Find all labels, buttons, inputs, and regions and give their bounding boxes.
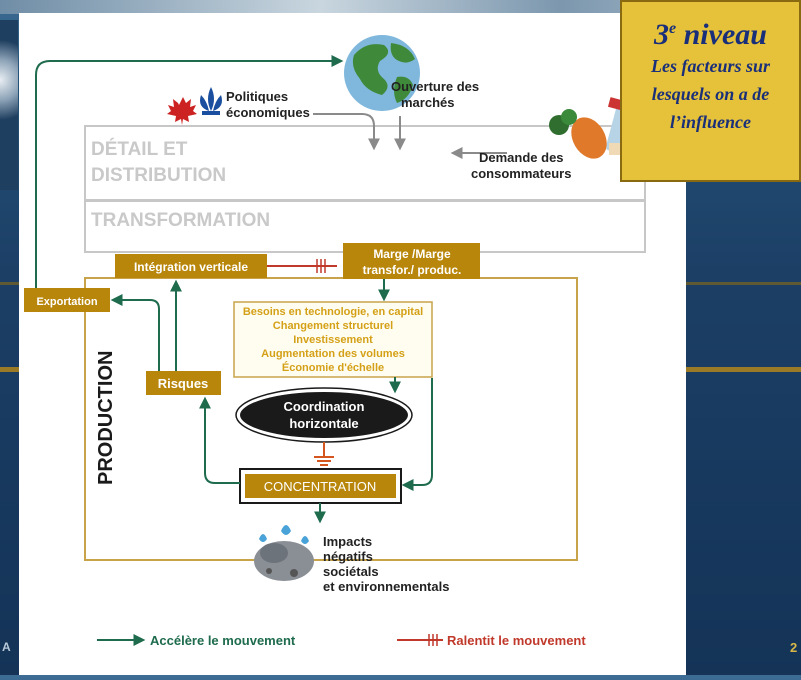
slow-arrow-head [316, 259, 326, 273]
integration-box [115, 254, 267, 278]
maple-leaf-icon [167, 97, 197, 125]
politiques-arrow [313, 113, 380, 151]
besoins-item: Investissement [293, 334, 373, 346]
integration-label: Intégration verticale [134, 260, 248, 274]
globe-icon [344, 35, 420, 111]
besoins-item: Économie d'échelle [282, 361, 384, 374]
detail-label-2: DISTRIBUTION [91, 165, 226, 186]
diagram-panel: DÉTAIL ET DISTRIBUTION TRANSFORMATION Ou… [19, 13, 686, 675]
coordination-label-1: Coordination [284, 399, 365, 414]
diagram-canvas: DÉTAIL ET DISTRIBUTION TRANSFORMATION Ou… [24, 35, 646, 648]
demande-label-2: consommateurs [471, 166, 571, 181]
marge-label-2: transfor./ produc. [363, 263, 462, 277]
besoins-item: Changement structurel [273, 320, 393, 332]
concentration-to-risques-arrow [199, 396, 240, 484]
exportation-box [24, 288, 110, 312]
ouverture-label-1: Ouverture des [391, 79, 479, 94]
production-zone [84, 277, 578, 561]
legend-slow-head [428, 634, 438, 646]
export-to-markets-arrow [35, 55, 344, 300]
risques-to-exportation-arrow [110, 294, 160, 371]
besoins-item: Augmentation des volumes [261, 348, 405, 360]
production-label: PRODUCTION [95, 351, 117, 485]
level-subtitle-3: l’influence [670, 112, 751, 132]
page-number: 2 [790, 640, 798, 655]
ouverture-label-2: marchés [401, 95, 454, 110]
besoins-list: Besoins en technologie, en capitalChange… [243, 306, 423, 374]
impacts-label-4: et environnementals [323, 579, 449, 594]
coordination-label-2: horizontale [289, 416, 358, 431]
background-ornament [0, 20, 18, 190]
level-subtitle-2: lesquels on a de [651, 84, 770, 104]
fleur-de-lys-icon [200, 87, 222, 115]
risques-box [146, 371, 221, 395]
politiques-label-1: Politiques [226, 89, 288, 104]
level-title: 3e niveau [622, 14, 799, 50]
level-sup: e [669, 20, 677, 37]
impacts-label-3: sociétals [323, 564, 379, 579]
level-subtitle-1: Les facteurs sur [650, 56, 770, 76]
title-band [0, 0, 801, 14]
demande-label-1: Demande des [479, 150, 564, 165]
exportation-label: Exportation [36, 296, 97, 308]
brake-symbol [314, 442, 334, 466]
besoins-to-concentration-arrow [401, 378, 433, 491]
besoins-item: Besoins en technologie, en capital [243, 306, 423, 318]
marge-label-1: Marge /Marge [373, 247, 451, 261]
transformation-label: TRANSFORMATION [91, 210, 270, 231]
detail-label-1: DÉTAIL ET [91, 138, 188, 160]
concentration-label: CONCENTRATION [264, 479, 376, 494]
risques-label: Risques [158, 376, 209, 391]
impacts-label-2: négatifs [323, 549, 373, 564]
politiques-label-2: économiques [226, 105, 310, 120]
impacts-label-1: Impacts [323, 534, 372, 549]
coordination-ellipse [238, 390, 410, 440]
marge-box [343, 243, 480, 279]
pollution-icon [254, 525, 314, 581]
besoins-box [233, 301, 433, 378]
footer-left-letter: A [2, 640, 11, 654]
level-number: 3 [654, 18, 670, 51]
level-badge: 3e niveau Les facteurs sur lesquels on a… [620, 0, 801, 182]
concentration-box [245, 474, 396, 498]
legend-accel-label: Accélère le mouvement [150, 633, 296, 648]
level-word: niveau [683, 18, 767, 51]
legend-slow-label: Ralentit le mouvement [447, 633, 586, 648]
